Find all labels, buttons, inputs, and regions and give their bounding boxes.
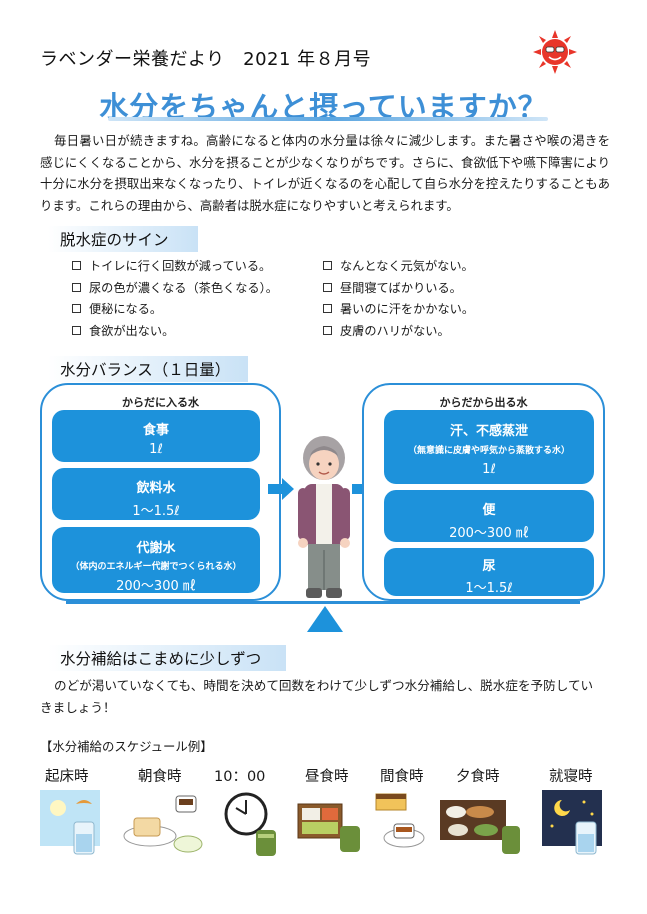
bento-lunch-icon xyxy=(297,803,360,852)
sign-item: 昼間寝てばかりいる。 xyxy=(323,278,474,300)
checkbox-icon xyxy=(323,325,332,335)
water-in-metabolic: 代謝水 （体内のエネルギー代謝でつくられる水） 200～300 ㎖ xyxy=(52,527,260,594)
dehydration-signs-left: トイレに行く回数が減っている。 尿の色が濃くなる（茶色くなる）。 便秘になる。 … xyxy=(72,256,278,342)
water-out-stool: 便 200～300 ㎖ xyxy=(384,490,594,542)
schedule-label-bedtime: 就寝時 xyxy=(549,769,593,785)
checkbox-icon xyxy=(323,282,332,292)
schedule-label-10am: 10：00 xyxy=(214,769,266,785)
checkbox-icon xyxy=(72,325,81,335)
water-out-urine: 尿 1～1.5ℓ xyxy=(384,548,594,596)
sign-item: 尿の色が濃くなる（茶色くなる）。 xyxy=(72,278,278,300)
schedule-label-wakeup: 起床時 xyxy=(45,769,89,785)
balance-beam xyxy=(66,601,580,604)
water-in-title: からだに入る水 xyxy=(122,396,199,409)
water-out-title: からだから出る水 xyxy=(439,396,528,409)
dinner-icon xyxy=(440,800,520,854)
sign-item: なんとなく元気がない。 xyxy=(323,256,474,278)
checkbox-icon xyxy=(72,282,81,292)
checkbox-icon xyxy=(323,304,332,313)
water-supply-paragraph: のどが渇いていなくても、時間を決めて回数をわけて少しずつ水分補給し、脱水症を予防… xyxy=(40,678,594,715)
dehydration-signs-right: なんとなく元気がない。 昼間寝てばかりいる。 暑いのに汗をかかない。 皮膚のハリ… xyxy=(323,256,474,342)
headline-underline xyxy=(108,117,548,121)
water-out-sweat: 汗、不感蒸泄 （無意識に皮膚や呼気から蒸散する水） 1ℓ xyxy=(384,410,594,484)
water-balance-heading: 水分バランス（１日量） xyxy=(48,356,248,382)
sun-icon xyxy=(533,30,577,74)
water-in-food: 食事 1ℓ xyxy=(52,410,260,462)
morning-window-icon xyxy=(40,790,100,855)
checkbox-icon xyxy=(72,261,81,270)
clock-icon xyxy=(224,792,276,856)
sign-item: 皮膚のハリがない。 xyxy=(323,321,474,343)
sign-item: 便秘になる。 xyxy=(72,299,278,321)
sign-item: 食欲が出ない。 xyxy=(72,321,278,343)
intro-paragraph: 毎日暑い日が続きますね。高齢になると体内の水分量は徐々に減少します。また暑さや喉… xyxy=(40,133,610,213)
schedule-label-dinner: 夕食時 xyxy=(456,769,500,785)
breakfast-icon xyxy=(123,795,203,853)
arrow-right-icon xyxy=(268,478,294,500)
water-in-drink: 飲料水 1～1.5ℓ xyxy=(52,468,260,520)
fulcrum-icon xyxy=(307,606,343,632)
newsletter-title: ラベンダー栄養だより 2021 年８月号 xyxy=(40,49,372,70)
elderly-woman-illustration xyxy=(298,436,350,598)
sign-item: トイレに行く回数が減っている。 xyxy=(72,256,278,278)
schedule-label-lunch: 昼食時 xyxy=(305,769,349,785)
checkbox-icon xyxy=(323,261,332,270)
snack-icon xyxy=(375,793,425,848)
schedule-title: 【水分補給のスケジュール例】 xyxy=(40,739,213,754)
night-window-icon xyxy=(542,790,602,855)
schedule-label-snack: 間食時 xyxy=(380,769,424,785)
checkbox-icon xyxy=(72,304,81,313)
schedule-label-breakfast: 朝食時 xyxy=(138,769,182,785)
dehydration-heading: 脱水症のサイン xyxy=(48,226,198,252)
water-supply-heading: 水分補給はこまめに少しずつ xyxy=(48,645,286,671)
sign-item: 暑いのに汗をかかない。 xyxy=(323,299,474,321)
